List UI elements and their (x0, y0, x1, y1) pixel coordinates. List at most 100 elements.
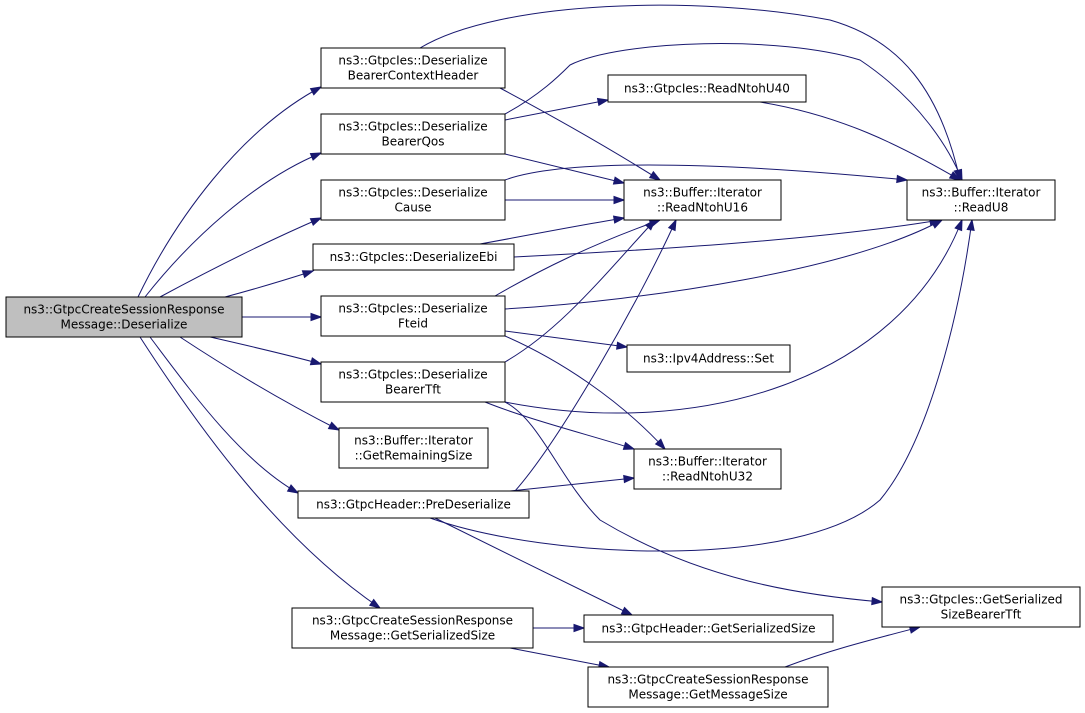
arrow-head (616, 341, 629, 350)
edge-line (509, 647, 610, 668)
node-label: BearerContextHeader (348, 69, 479, 83)
node-label: ::GetRemainingSize (355, 449, 473, 463)
node-label: ns3::GtpcIes::Deserialize (338, 54, 487, 68)
edge-u40-to-u8 (759, 101, 962, 181)
edge-dbch-to-u16 (499, 87, 662, 181)
node-box (583, 614, 834, 643)
arrow-head (620, 606, 634, 616)
edge-line (504, 219, 963, 414)
arrow-head (622, 441, 636, 450)
edge-df-to-u8 (504, 219, 944, 310)
edge-dbq-to-u8 (504, 43, 963, 182)
edge-pd-to-u32 (509, 474, 636, 492)
arrow-head (310, 312, 323, 322)
node-pd[interactable]: ns3::GtpcHeader::PreDeserialize (297, 490, 530, 519)
node-box (291, 607, 534, 649)
node-label: ns3::GtpcCreateSessionResponse (23, 303, 224, 317)
nodes-layer: ns3::GtpcCreateSessionResponseMessage::D… (5, 47, 1081, 708)
node-u32[interactable]: ns3::Buffer::Iterator::ReadNtohU32 (633, 448, 782, 490)
edge-line (479, 217, 625, 245)
node-label: Fteid (398, 317, 428, 331)
node-box (633, 448, 782, 490)
node-root[interactable]: ns3::GtpcCreateSessionResponseMessage::D… (5, 296, 243, 338)
arrow-head (644, 218, 657, 231)
edge-line (513, 219, 941, 258)
node-label: ns3::Buffer::Iterator (643, 186, 762, 200)
edge-line (504, 43, 963, 181)
edge-df-to-ipv4 (504, 330, 629, 350)
edge-line (504, 164, 908, 181)
edge-line (504, 219, 943, 310)
node-hgss[interactable]: ns3::GtpcHeader::GetSerializedSize (583, 614, 834, 643)
node-box (320, 361, 506, 403)
arrow-head (667, 218, 677, 232)
node-box (297, 490, 530, 519)
arrow-head (309, 217, 323, 227)
node-grs[interactable]: ns3::Buffer::Iterator::GetRemainingSize (338, 427, 489, 469)
node-label: ns3::GtpcIes::Deserialize (338, 368, 487, 382)
node-box (320, 179, 506, 221)
node-box (5, 296, 243, 338)
edge-line (499, 87, 661, 181)
node-label: Message::GetSerializedSize (330, 629, 495, 643)
node-box (338, 427, 489, 469)
node-u8[interactable]: ns3::Buffer::Iterator::ReadU8 (906, 179, 1056, 221)
edge-root-to-dbt (209, 336, 323, 366)
edge-root-to-pd (149, 336, 300, 494)
node-u16[interactable]: ns3::Buffer::Iterator::ReadNtohU16 (623, 179, 782, 221)
arrow-head (612, 176, 626, 185)
arrow-head (954, 218, 963, 232)
node-box (607, 74, 807, 103)
edge-line (509, 477, 635, 492)
arrow-head (623, 474, 636, 484)
edge-dbq-to-u16 (504, 153, 626, 185)
edge-line (209, 336, 322, 365)
edge-root-to-dbq (144, 152, 323, 298)
arrow-head (368, 598, 382, 609)
node-label: BearerQos (382, 135, 445, 149)
arrow-head (327, 421, 341, 431)
node-box (623, 179, 782, 221)
edge-line (144, 152, 322, 298)
edge-dbt-to-u16 (504, 218, 657, 363)
node-label: Message::Deserialize (61, 318, 188, 332)
node-label: ns3::GtpcIes::Deserialize (338, 186, 487, 200)
node-label: SizeBearerTft (941, 608, 1022, 622)
node-gss[interactable]: ns3::GtpcCreateSessionResponseMessage::G… (291, 607, 534, 649)
node-label: ns3::Ipv4Address::Set (643, 352, 774, 366)
edge-line (504, 99, 609, 121)
node-label: ::ReadU8 (954, 201, 1009, 215)
node-label: ::ReadNtohU16 (657, 201, 748, 215)
node-debi[interactable]: ns3::GtpcIes::DeserializeEbi (312, 243, 515, 271)
edge-line (179, 336, 340, 431)
arrow-head (596, 97, 610, 107)
node-label: ::ReadNtohU32 (662, 470, 753, 484)
node-label: ns3::GtpcIes::ReadNtohU40 (624, 82, 790, 96)
node-label: ns3::Buffer::Iterator (648, 455, 767, 469)
edge-line (504, 330, 628, 348)
edge-line (419, 4, 961, 181)
edge-pd-to-hgss (434, 517, 634, 616)
node-box (320, 47, 506, 89)
node-label: Cause (395, 201, 432, 215)
edge-line (784, 626, 921, 668)
edge-root-to-grs (179, 336, 341, 431)
node-ipv4[interactable]: ns3::Ipv4Address::Set (626, 344, 791, 373)
edge-root-to-df (242, 312, 323, 322)
edge-line (137, 86, 322, 298)
edge-pd-to-u8 (429, 218, 975, 552)
edge-line (429, 219, 973, 552)
node-gms[interactable]: ns3::GtpcCreateSessionResponseMessage::G… (587, 666, 829, 708)
edge-line (514, 219, 677, 492)
node-dbch[interactable]: ns3::GtpcIes::DeserializeBearerContextHe… (320, 47, 506, 89)
arrow-head (896, 174, 909, 184)
arrow-head (948, 171, 962, 181)
edge-gss-to-gms (509, 647, 611, 670)
node-u40[interactable]: ns3::GtpcIes::ReadNtohU40 (607, 74, 807, 103)
